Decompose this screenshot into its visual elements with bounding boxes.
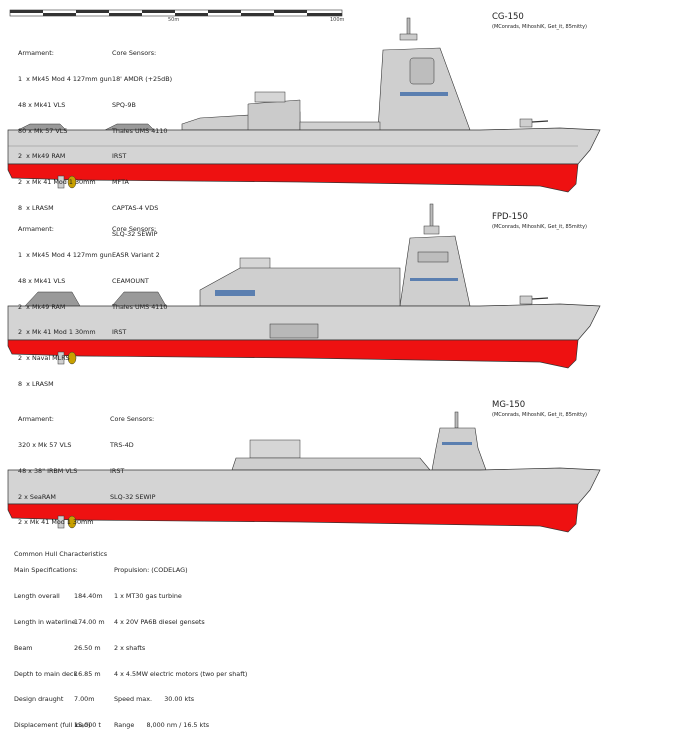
- sensor-item: TRS-4D: [110, 440, 134, 449]
- armament-item: 48 x Mk41 VLS: [18, 100, 66, 109]
- armament-item: 2 x Mk 41 Mod 1 30mm: [18, 328, 96, 337]
- armament-item: 8 x LRASM: [18, 203, 54, 212]
- sensor-item: CEAMOUNT: [112, 276, 149, 285]
- fpd150-profile: [7, 203, 601, 369]
- propulsion-list: 1 x MT30 gas turbine 4 x 20V PA6B diesel…: [114, 575, 247, 738]
- spec-value: 184.40m: [74, 592, 103, 601]
- ship-3-sensors: Core Sensors: TRS-4D IRST SLQ-32 SEWIP: [110, 398, 155, 510]
- armament-item: 8 x LRASM: [18, 379, 54, 388]
- sensor-item: IRST: [112, 328, 127, 337]
- spec-label: Length overall: [14, 592, 60, 601]
- armament-title: Armament:: [18, 49, 54, 58]
- sensor-item: Thales UMS 4110: [112, 302, 168, 311]
- propulsion-item: 2 x shafts: [114, 643, 146, 652]
- ship-2-armament: Armament: 1 x Mk45 Mod 4 127mm gun 48 x …: [18, 208, 112, 397]
- sensors-title: Core Sensors:: [110, 415, 155, 424]
- sensor-item: SLQ-32 SEWIP: [112, 229, 158, 238]
- ship-1-sensors: Core Sensors: 18' AMDR (+25dB) SPQ-9B Th…: [112, 32, 172, 247]
- sensor-item: IRST: [112, 152, 127, 161]
- ship-profiles-drawing: [7, 9, 601, 533]
- sensor-item: Thales UMS 4110: [112, 126, 168, 135]
- armament-title: Armament:: [18, 225, 54, 234]
- spec-label: Length in waterline: [14, 617, 76, 626]
- propulsion-item: Speed max. 30.00 kts: [114, 695, 195, 704]
- propulsion-item: 4 x 4.5MW electric motors (two per shaft…: [114, 669, 248, 678]
- cg150-profile: [7, 17, 601, 193]
- armament-item: 2 x Mk49 RAM: [18, 152, 66, 161]
- scale-label-100: 100m: [330, 17, 345, 23]
- spec-value: 174.00 m: [74, 617, 105, 626]
- armament-title: Armament:: [18, 415, 54, 424]
- propulsion-item: 4 x 20V PA6B diesel gensets: [114, 617, 205, 626]
- ship-3-credit: (MConrads, MihoshiK, Get_it, 85mitty): [492, 412, 588, 418]
- scale-label-50: 50m: [168, 17, 180, 23]
- sensors-title: Core Sensors:: [112, 225, 157, 234]
- ship-2-name: FPD-150: [492, 212, 528, 222]
- propulsion-item: Range 8,000 nm / 16.5 kts: [114, 721, 210, 730]
- spec-values: 184.40m 174.00 m 26.50 m 16.85 m 7.00m 1…: [74, 575, 105, 738]
- sensor-item: SLQ-32 SEWIP: [110, 492, 156, 501]
- ship-1-armament: Armament: 1 x Mk45 Mod 4 127mm gun 48 x …: [18, 32, 112, 221]
- sensor-item: EASR Variant 2: [112, 250, 160, 259]
- sensor-item: 18' AMDR (+25dB): [112, 74, 173, 83]
- ship-3-armament: Armament: 320 x Mk 57 VLS 48 x 38" IRBM …: [18, 398, 94, 536]
- sensor-item: MFTA: [112, 178, 129, 187]
- armament-item: 48 x 38" IRBM VLS: [18, 466, 78, 475]
- armament-item: 1 x Mk45 Mod 4 127mm gun: [18, 250, 112, 259]
- spec-value: 15,000 t: [74, 721, 101, 730]
- propulsion-item: 1 x MT30 gas turbine: [114, 592, 182, 601]
- spec-value: 7.00m: [74, 695, 95, 704]
- ship-3-name: MG-150: [492, 400, 526, 410]
- sensor-item: SPQ-9B: [112, 100, 136, 109]
- spec-value: 16.85 m: [74, 669, 101, 678]
- mg150-profile: [7, 411, 601, 533]
- armament-item: 2 x Mk 41 Mod 1 30mm: [18, 178, 96, 187]
- armament-item: 2 x Naval MLRS: [18, 354, 70, 363]
- prop-title: Propulsion: (CODELAG): [114, 566, 188, 574]
- armament-item: 48 x Mk41 VLS: [18, 276, 66, 285]
- armament-item: 2 x SeaRAM: [18, 492, 56, 501]
- ship-2-sensors: Core Sensors: EASR Variant 2 CEAMOUNT Th…: [112, 208, 167, 346]
- armament-item: 1 x Mk45 Mod 4 127mm gun: [18, 74, 112, 83]
- armament-item: 320 x Mk 57 VLS: [18, 440, 72, 449]
- ship-2-credit: (MConrads, MihoshiK, Get_it, 85mitty): [492, 224, 588, 230]
- spec-title: Main Specifications:: [14, 566, 78, 574]
- sensor-item: IRST: [110, 466, 125, 475]
- armament-item: 2 x Mk49 RAM: [18, 302, 66, 311]
- sensor-item: CAPTAS-4 VDS: [112, 203, 159, 212]
- ship-1-name: CG-150: [492, 12, 524, 22]
- scale-bar: [9, 9, 343, 17]
- armament-item: 80 x Mk 57 VLS: [18, 126, 68, 135]
- armament-item: 2 x Mk 41 Mod 1 30mm: [18, 518, 94, 527]
- spec-value: 26.50 m: [74, 643, 101, 652]
- ship-1-credit: (MConrads, MihoshiK, Get_it, 85mitty): [492, 24, 588, 30]
- hull-title: Common Hull Characteristics: [14, 550, 108, 558]
- sensors-title: Core Sensors:: [112, 49, 157, 58]
